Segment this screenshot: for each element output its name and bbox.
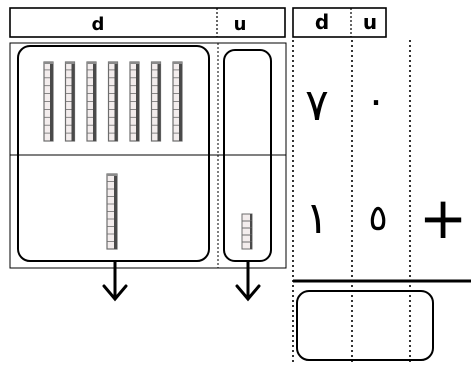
right-header-box bbox=[292, 7, 387, 38]
right-header-tens-label: d bbox=[315, 10, 329, 34]
unit-cube bbox=[241, 241, 253, 250]
right-header-ones-label: u bbox=[363, 10, 377, 34]
unit-cube bbox=[241, 213, 253, 222]
top-tens-rods bbox=[43, 61, 183, 142]
answer-box bbox=[296, 290, 434, 361]
bottom-tens-digit: ١ bbox=[305, 193, 329, 244]
top-ones-digit: ٠ bbox=[365, 78, 386, 124]
left-header-box bbox=[9, 7, 286, 38]
bottom-ones-units bbox=[241, 213, 253, 250]
tens-grouping-box bbox=[17, 45, 210, 262]
tens-rod bbox=[43, 61, 54, 142]
bottom-tens-rods bbox=[106, 173, 118, 250]
tens-rod bbox=[107, 61, 119, 142]
unit-cube bbox=[241, 227, 253, 236]
tens-rod bbox=[129, 61, 140, 142]
tens-rod bbox=[86, 61, 97, 142]
top-tens-digit: ٧ bbox=[305, 80, 329, 131]
tens-down-arrow bbox=[102, 260, 128, 302]
tens-rod bbox=[64, 61, 76, 142]
bottom-ones-digit: ٥ bbox=[368, 198, 387, 239]
left-header-ones-label: u bbox=[234, 14, 247, 35]
tens-rod bbox=[150, 61, 162, 142]
tens-rod bbox=[106, 173, 118, 250]
unit-cube bbox=[241, 220, 253, 229]
plus-operator: + bbox=[419, 184, 468, 252]
left-header-tens-label: d bbox=[92, 14, 105, 35]
unit-cube bbox=[241, 234, 253, 243]
tens-rod bbox=[172, 61, 183, 142]
ones-down-arrow bbox=[235, 260, 261, 302]
